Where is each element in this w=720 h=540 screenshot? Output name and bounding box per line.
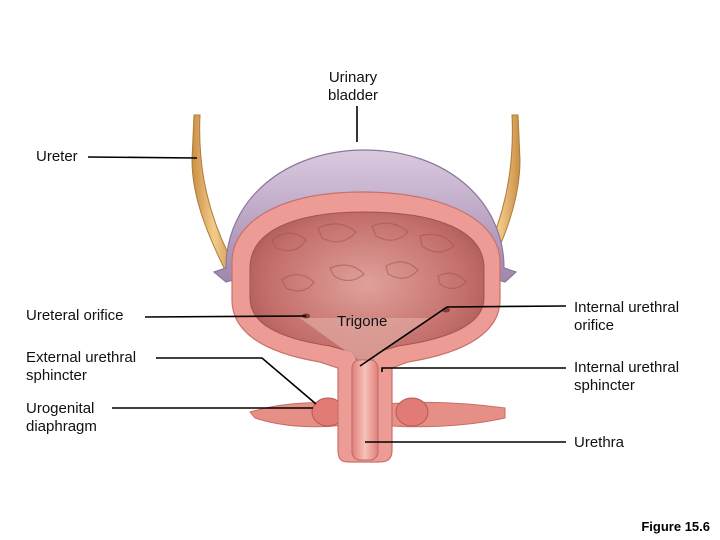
label-ureter: Ureter	[36, 148, 78, 166]
label-urogenital-diaphragm: Urogenital diaphragm	[26, 400, 97, 436]
figure-caption: Figure 15.6	[641, 519, 710, 534]
label-urinary-bladder: Urinary bladder	[328, 69, 378, 105]
external-sphincter-right	[396, 398, 428, 426]
leader-ureter	[88, 157, 197, 158]
label-ureteral-orifice: Ureteral orifice	[26, 307, 124, 325]
label-trigone: Trigone	[337, 313, 387, 331]
label-urethra: Urethra	[574, 434, 624, 452]
label-internal-urethral-sphincter: Internal urethral sphincter	[574, 359, 679, 395]
leader-external-sphincter	[156, 358, 316, 404]
leader-internal-sphincter	[382, 368, 566, 372]
urethra-lumen	[352, 360, 378, 460]
label-internal-urethral-orifice: Internal urethral orifice	[574, 299, 679, 335]
leader-ureteral-orifice	[145, 316, 306, 317]
label-external-urethral-sphincter: External urethral sphincter	[26, 349, 136, 385]
